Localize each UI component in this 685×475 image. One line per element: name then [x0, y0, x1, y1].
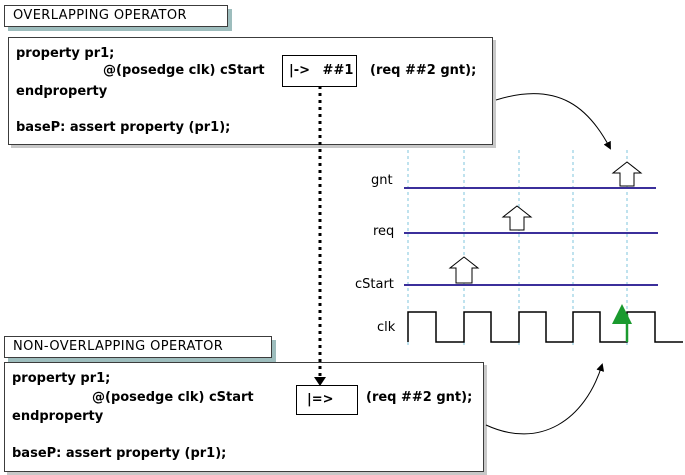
nonoverlap-line3: endproperty	[12, 409, 104, 424]
gnt-up-arrow-icon	[611, 161, 643, 187]
signal-label-clk: clk	[377, 320, 396, 335]
curve-arrow-top	[495, 93, 611, 150]
nonoverlap-line1: property pr1;	[12, 371, 111, 386]
clock-gridlines	[407, 150, 628, 345]
connector-arrowhead-icon	[314, 377, 326, 386]
clock-waveform	[407, 311, 683, 343]
overlap-line1: property pr1;	[16, 46, 115, 61]
overlap-line3: endproperty	[16, 84, 108, 99]
signal-label-cstart: cStart	[355, 277, 394, 292]
req-up-arrow-icon	[501, 205, 533, 231]
cstart-up-arrow-icon	[448, 256, 480, 284]
non-overlapping-title: NON-OVERLAPPING OPERATOR	[4, 336, 272, 358]
non-overlapping-code-box	[4, 362, 484, 472]
overlap-operator-box: |-> ##1	[282, 55, 357, 87]
overlap-operator: |-> ##1	[289, 63, 354, 78]
overlap-line4: baseP: assert property (pr1);	[16, 120, 231, 135]
nonoverlap-line4: baseP: assert property (pr1);	[12, 446, 227, 461]
nonoverlap-operator-box: |=>	[296, 385, 358, 415]
overlapping-code-box	[8, 37, 493, 145]
overlapping-title: OVERLAPPING OPERATOR	[4, 5, 228, 27]
nonoverlap-operator: |=>	[307, 392, 334, 407]
nonoverlap-line2-tail: (req ##2 gnt);	[366, 390, 473, 405]
overlap-line2: @(posedge clk) cStart	[103, 63, 265, 78]
signal-label-req: req	[373, 224, 395, 239]
nonoverlap-line2: @(posedge clk) cStart	[92, 390, 254, 405]
signal-label-gnt: gnt	[371, 173, 393, 188]
curve-arrow-bottom	[485, 363, 605, 435]
overlap-line2-tail: (req ##2 gnt);	[370, 63, 477, 78]
